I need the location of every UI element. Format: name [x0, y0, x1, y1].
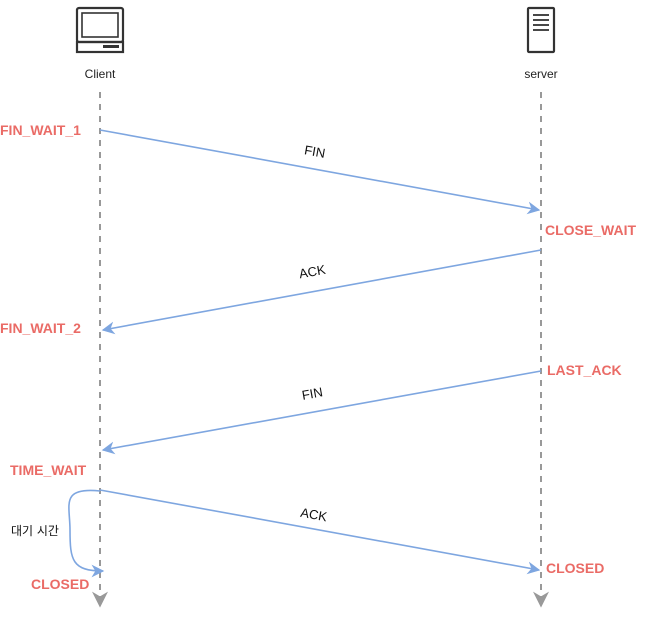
ack-arrow-server-to-client	[101, 249, 542, 335]
wait-time-arrow	[68, 489, 105, 578]
ack-label-1: ACK	[298, 262, 327, 281]
server-icon	[526, 6, 556, 54]
monitor-icon	[75, 6, 125, 54]
server-state-last-ack: LAST_ACK	[547, 362, 622, 378]
client-state-closed: CLOSED	[31, 576, 89, 592]
client-state-time-wait: TIME_WAIT	[10, 462, 87, 478]
server-state-closed: CLOSED	[546, 560, 604, 576]
fin-arrow-client-to-server	[99, 129, 541, 215]
fin-label-2: FIN	[301, 384, 324, 402]
client-state-fin-wait-2: FIN_WAIT_2	[0, 320, 81, 336]
client-state-fin-wait-1: FIN_WAIT_1	[0, 122, 81, 138]
ack-arrow-client-to-server	[99, 489, 541, 575]
fin-label-1: FIN	[303, 142, 326, 160]
fin-arrow-server-to-client	[101, 370, 542, 455]
server-state-close-wait: CLOSE_WAIT	[545, 222, 636, 238]
server-label: server	[524, 67, 557, 81]
client-label: Client	[85, 67, 116, 81]
wait-time-label: 대기 시간	[11, 524, 59, 538]
ack-label-2: ACK	[299, 505, 328, 524]
